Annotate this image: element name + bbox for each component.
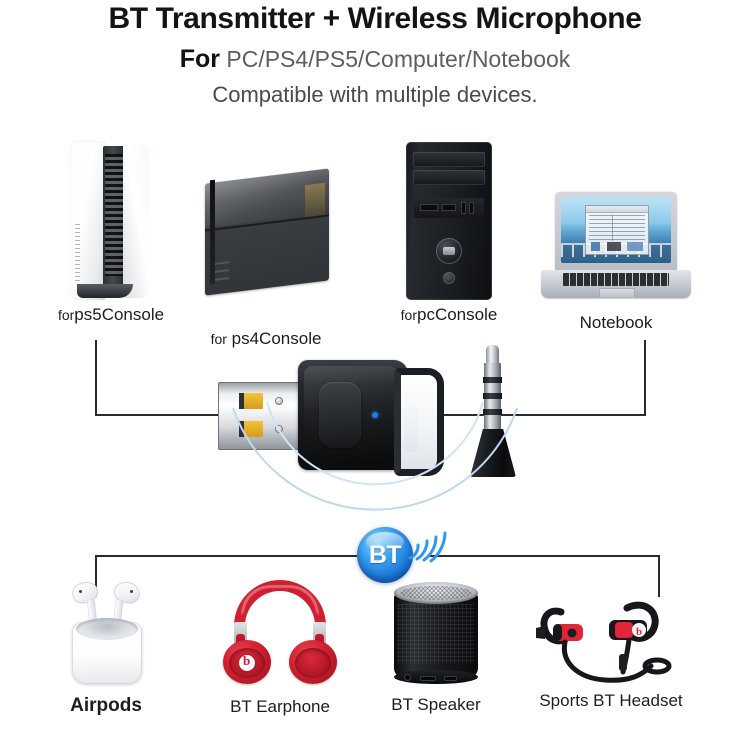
source-device-pc: forpcConsole — [386, 142, 512, 323]
output-device-bt-speaker: BT Speaker — [370, 578, 502, 713]
output-device-bt-earphone: BT Earphone — [206, 578, 354, 715]
svg-text:b: b — [636, 626, 642, 638]
notebook-label-name: Notebook — [579, 313, 653, 332]
speaker-port-2 — [444, 676, 457, 681]
bracket-bottom-right-drop — [658, 555, 660, 597]
compatible-platforms: PC/PS4/PS5/Computer/Notebook — [226, 46, 571, 72]
speaker-body — [394, 592, 478, 678]
bt-earphone-label: BT Earphone — [230, 697, 330, 716]
screen-window-dialog — [585, 205, 649, 255]
airpod-left-head — [69, 579, 101, 606]
pc-port-c — [461, 202, 466, 214]
airpods-label: Airpods — [70, 695, 142, 716]
notebook-label: Notebook — [530, 314, 702, 331]
sports-headset-label: Sports BT Headset — [539, 691, 683, 710]
laptop-keyboard — [563, 273, 669, 286]
jack-ring-2 — [483, 393, 502, 399]
speaker-port-1 — [420, 676, 436, 681]
usb-contact-pad-1 — [239, 393, 263, 409]
ps5-console-icon — [63, 142, 159, 300]
ps5-right-panel — [123, 144, 149, 298]
for-label: For — [179, 45, 220, 73]
window-column-divider — [612, 215, 613, 241]
airpod-left-sensor — [79, 590, 82, 593]
headphones-icon — [221, 578, 339, 690]
bracket-bottom-horizontal-right — [428, 555, 660, 557]
usb-a-connector — [218, 382, 308, 450]
ps4-console-icon — [199, 168, 333, 298]
airpod-right-sensor — [130, 590, 133, 593]
laptop-icon — [541, 192, 691, 300]
speaker-base — [394, 670, 478, 684]
pc-optical-bay-2 — [413, 170, 485, 185]
subtitle: Compatible with multiple devices. — [212, 82, 538, 107]
bt-usb-dongle — [218, 360, 448, 476]
ps5-label-name: ps5Console — [74, 305, 165, 324]
source-device-ps4: for ps4Console — [190, 168, 342, 347]
dongle-led-indicator — [372, 412, 378, 418]
pc-front-ports — [414, 198, 484, 218]
laptop-base — [541, 270, 691, 298]
speaker-icon — [386, 578, 486, 688]
speaker-top-grille — [394, 582, 478, 604]
output-device-airpods: Airpods — [38, 578, 174, 715]
airpods-icon — [56, 578, 156, 690]
page-title: BT Transmitter + Wireless Microphone — [108, 2, 642, 35]
bt-speaker-label: BT Speaker — [391, 695, 481, 714]
pc-power-button — [443, 272, 455, 284]
dongle-loop — [394, 368, 444, 476]
window-text-rows — [589, 215, 645, 241]
jack-ring-1 — [483, 377, 502, 383]
ps4-label: for ps4Console — [190, 330, 342, 347]
pc-label-name: pcConsole — [417, 305, 498, 324]
bracket-top-left-drop — [95, 340, 97, 416]
compatibility-line: For PC/PS4/PS5/Computer/Notebook — [0, 36, 750, 74]
dell-logo-icon — [436, 238, 462, 264]
airpods-case-opening — [76, 618, 138, 640]
ps5-label: forps5Console — [46, 306, 176, 323]
headphone-earcup-right — [289, 640, 337, 684]
bracket-bottom-horizontal-left — [95, 555, 357, 557]
ps5-foot — [77, 284, 133, 298]
bracket-top-right-drop — [644, 340, 646, 416]
pc-label-prefix: for — [400, 307, 417, 323]
usb-rivet-1 — [275, 397, 283, 405]
pc-port-d — [469, 202, 474, 214]
ps5-label-prefix: for — [57, 307, 75, 323]
ps4-label-prefix: for — [210, 331, 227, 347]
beats-logo-icon — [239, 653, 255, 671]
ps5-side-slits — [75, 224, 80, 282]
ps4-disc-slot — [305, 182, 325, 218]
window-icon-row — [591, 242, 643, 251]
window-titlebar — [586, 206, 648, 213]
pc-tower-icon — [406, 142, 492, 300]
earcup-right-pad — [295, 648, 331, 678]
output-device-sports-headset: b Sports BT Headset — [516, 578, 706, 709]
dongle-center-panel — [319, 382, 361, 448]
bt-badge-label: BT — [368, 540, 402, 569]
ps5-vents — [105, 154, 123, 276]
sports-earbuds-icon: b — [531, 578, 691, 690]
pc-port-b — [442, 204, 456, 211]
pc-optical-bay-1 — [413, 152, 485, 167]
laptop-screen — [561, 197, 671, 263]
ps4-label-name: ps4Console — [231, 329, 322, 348]
headphone-earcup-left — [223, 640, 271, 684]
ps4-buttons — [215, 261, 229, 281]
source-device-ps5: forps5Console — [46, 142, 176, 323]
source-device-notebook: Notebook — [530, 192, 702, 331]
speaker-aux-jack — [404, 674, 411, 681]
bluetooth-signal-waves-icon — [404, 514, 456, 566]
pc-label: forpcConsole — [386, 306, 512, 323]
speaker-grille-mesh — [398, 604, 474, 664]
jack-ring-3 — [483, 409, 502, 415]
laptop-trackpad — [599, 288, 635, 298]
bracket-bottom-left-drop — [95, 555, 97, 597]
wireless-signal-arcs — [215, 400, 535, 560]
jack-tip — [486, 345, 499, 365]
dongle-loop-sheen — [404, 378, 418, 452]
header: BT Transmitter + Wireless Microphone For… — [0, 0, 750, 108]
bluetooth-badge: BT — [357, 527, 413, 583]
pc-port-a — [420, 204, 438, 211]
